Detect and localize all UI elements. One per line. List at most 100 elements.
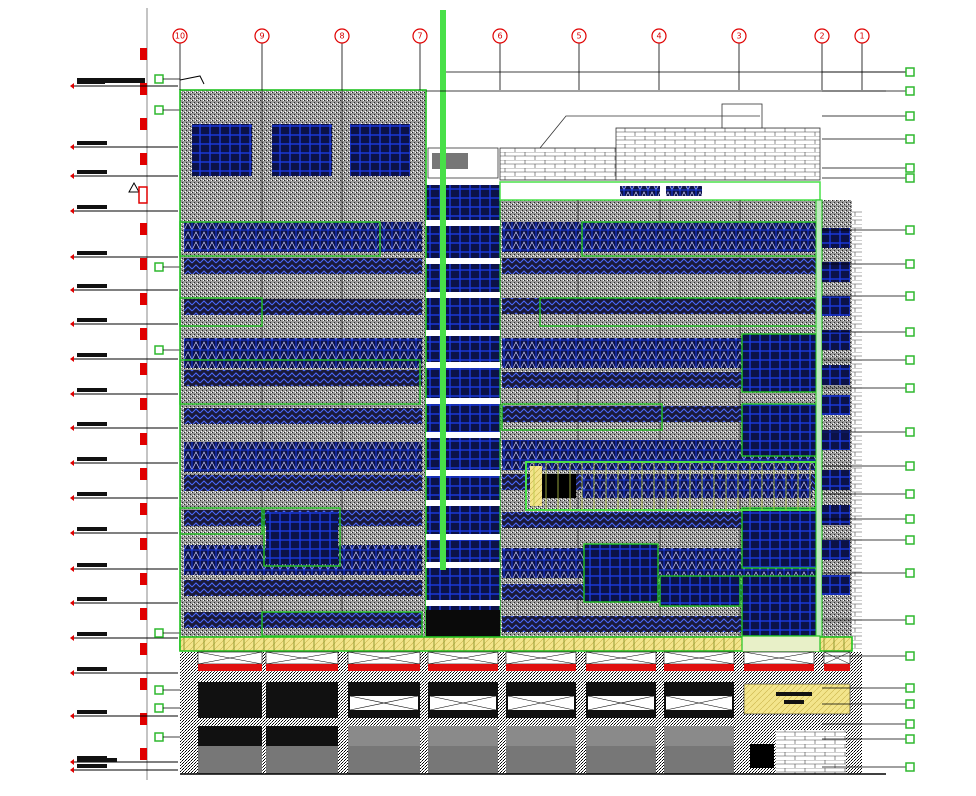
red-beam xyxy=(428,664,498,671)
level-text-block xyxy=(77,597,107,601)
tag-box xyxy=(905,719,915,729)
red-beam xyxy=(744,664,814,671)
tag-box xyxy=(154,262,164,272)
left-band-window xyxy=(184,222,422,252)
level-arrow xyxy=(70,208,74,214)
stair-landing xyxy=(426,292,500,298)
level-arrow xyxy=(70,600,74,606)
lower-opening xyxy=(428,726,498,746)
grid-bubble xyxy=(492,28,508,44)
level-arrow xyxy=(70,356,74,362)
tag-box xyxy=(905,461,915,471)
sign-text xyxy=(776,692,812,696)
level-text-block xyxy=(77,632,107,636)
glazed-block xyxy=(741,403,821,457)
lower-wall xyxy=(506,746,576,774)
top-window xyxy=(350,124,410,176)
edge-window xyxy=(822,262,850,282)
grid-label: 2 xyxy=(819,32,824,41)
gate-screen xyxy=(776,730,846,774)
balcony-glazing xyxy=(582,474,812,498)
tag-box xyxy=(154,703,164,713)
grid-bubble xyxy=(172,28,188,44)
left-band-window xyxy=(184,338,422,368)
stair-landing xyxy=(426,330,500,336)
left-band-window xyxy=(184,408,422,424)
level-arrow xyxy=(70,759,74,765)
beam-cross xyxy=(823,651,851,665)
lower-opening xyxy=(664,726,734,746)
facade-center-stair-glazing xyxy=(426,185,500,650)
level-arrow xyxy=(70,460,74,466)
grid-bubble xyxy=(334,28,350,44)
tag-box xyxy=(905,568,915,578)
lower-wall xyxy=(198,746,262,774)
roof-cap xyxy=(179,75,205,85)
parking-opening xyxy=(266,682,338,718)
tag-box xyxy=(905,734,915,744)
level-arrow xyxy=(70,83,74,89)
level-text-block xyxy=(77,667,107,671)
glazed-block xyxy=(741,507,821,569)
level-arrow xyxy=(70,425,74,431)
lower-opening xyxy=(348,726,420,746)
signage-panel xyxy=(743,683,851,715)
level-dash xyxy=(140,118,147,130)
edge-window xyxy=(822,575,850,595)
level-dash xyxy=(140,468,147,480)
grid-label: 10 xyxy=(175,32,185,41)
window-frame xyxy=(501,403,663,431)
tag-box xyxy=(905,427,915,437)
top-window xyxy=(272,124,332,176)
level-arrow xyxy=(70,767,74,773)
level-text-block xyxy=(77,388,107,392)
level-dash xyxy=(140,713,147,725)
tag-box xyxy=(905,111,915,121)
tag-box xyxy=(154,628,164,638)
roof-parapet xyxy=(499,147,617,181)
tag-box xyxy=(905,514,915,524)
lower-wall xyxy=(428,746,498,774)
stair-landing xyxy=(426,220,500,226)
right-downpipe xyxy=(815,199,823,651)
left-tall-window xyxy=(266,512,338,564)
tag-box xyxy=(905,651,915,661)
grid-label: 1 xyxy=(859,32,864,41)
level-text-block xyxy=(77,563,107,567)
parking-cross xyxy=(587,695,655,711)
facade-edge-brick xyxy=(852,210,862,650)
left-band-window xyxy=(184,370,422,386)
tag-box xyxy=(905,86,915,96)
tag-box xyxy=(905,615,915,625)
edge-window xyxy=(822,470,850,490)
tag-box xyxy=(905,291,915,301)
beam-cross xyxy=(427,651,499,665)
lower-wall xyxy=(348,746,420,774)
tag-box xyxy=(905,225,915,235)
level-dash xyxy=(140,48,147,60)
lower-wall xyxy=(266,746,338,774)
stair-landing xyxy=(426,534,500,540)
beam-cross xyxy=(505,651,577,665)
grid-label: 8 xyxy=(339,32,344,41)
tag-box xyxy=(905,67,915,77)
level-dash xyxy=(140,643,147,655)
level-dash xyxy=(140,153,147,165)
glazed-block xyxy=(659,575,741,607)
stair-landing xyxy=(426,398,500,404)
level-markers xyxy=(70,8,180,780)
stair-landing xyxy=(426,362,500,368)
left-band-window xyxy=(184,612,422,628)
edge-window xyxy=(822,540,850,560)
grid-bubble xyxy=(854,28,870,44)
window-frame xyxy=(179,507,263,535)
window-frame xyxy=(263,507,341,567)
level-dash xyxy=(140,538,147,550)
tag-box xyxy=(905,683,915,693)
red-beam xyxy=(824,664,850,671)
glazed-block xyxy=(741,333,821,393)
beam-cross xyxy=(585,651,657,665)
